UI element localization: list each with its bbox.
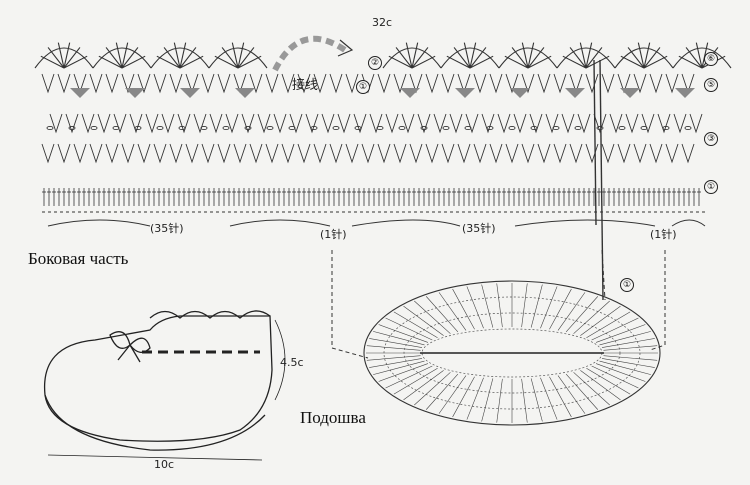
join-line-2 xyxy=(593,59,597,226)
count-seg-2: (1针) xyxy=(320,228,347,241)
scallop-row xyxy=(34,42,732,69)
side-part-label: Боковая часть xyxy=(28,249,129,268)
count-seg-4: (1针) xyxy=(650,228,677,241)
sole-diagram xyxy=(363,280,661,426)
bracket-3 xyxy=(351,219,656,227)
width-label: 32c xyxy=(372,16,393,29)
count-seg-3: (35针) xyxy=(462,222,496,235)
accent-marks xyxy=(70,88,695,98)
row-marker-left-1: ① xyxy=(356,80,370,94)
row-marker-3: ③ xyxy=(704,132,718,146)
row-marker-5: ⑤ xyxy=(704,78,718,92)
row-marker-6: ⑥ xyxy=(704,52,718,66)
join-label: 接线 xyxy=(292,78,319,93)
width-arrow xyxy=(337,39,354,57)
guide-left xyxy=(331,250,369,359)
base-stitch-row xyxy=(42,188,701,206)
row-marker-left-2: ② xyxy=(368,56,382,70)
width-arc xyxy=(272,35,347,72)
sole-label: Подошва xyxy=(300,408,366,427)
guide-right xyxy=(649,250,666,351)
count-seg-1: (35针) xyxy=(150,222,184,235)
row-marker-sole: ① xyxy=(620,278,634,292)
shoe-illustration xyxy=(43,310,286,461)
bracket-1 xyxy=(47,219,331,227)
bracket-4 xyxy=(671,219,706,227)
height-label: 4.5c xyxy=(280,356,304,369)
length-label: 10c xyxy=(154,458,175,471)
v-stitch-rows xyxy=(41,73,703,164)
row-marker-1: ① xyxy=(704,180,718,194)
guide-mid xyxy=(601,249,606,301)
